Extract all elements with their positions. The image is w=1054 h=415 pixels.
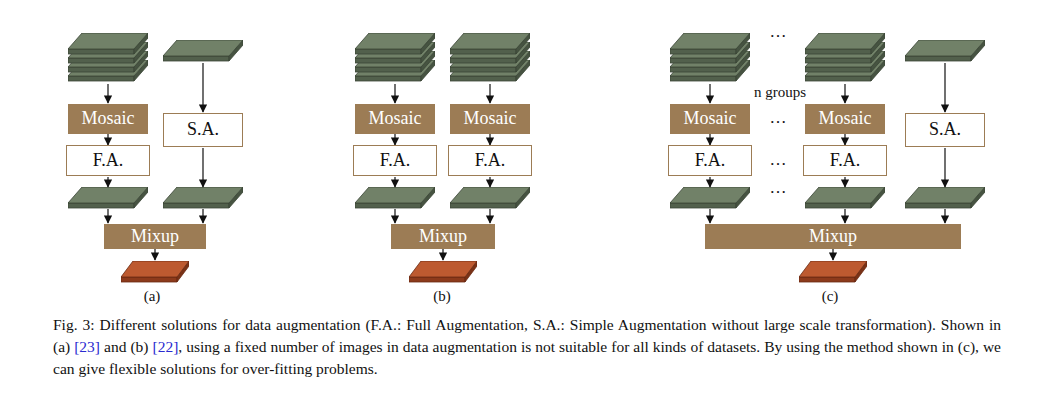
full-aug-box: F.A. (448, 145, 532, 176)
ellipsis: … (718, 22, 838, 42)
box-label: F.A. (830, 151, 861, 171)
ellipsis: … (718, 178, 838, 198)
flow-arrow (394, 134, 395, 145)
output-images (121, 261, 867, 282)
mosaic-box: Mosaic (68, 104, 148, 134)
flow-arrow (489, 134, 490, 145)
full-aug-box: F.A. (353, 145, 437, 176)
mosaic-box: Mosaic (670, 104, 750, 134)
simple-aug-box: S.A. (905, 113, 985, 147)
box-label: F.A. (380, 151, 411, 171)
box-label: Mosaic (684, 109, 737, 129)
full-aug-box: F.A. (803, 145, 887, 176)
mixup-box: Mixup (104, 224, 206, 249)
ellipsis: … (718, 108, 838, 128)
figure-caption: Fig. 3: Different solutions for data aug… (53, 314, 1001, 380)
flow-arrow (709, 134, 710, 145)
mixup-box: Mixup (391, 224, 495, 249)
flow-arrows (108, 63, 945, 260)
mosaic-box: Mosaic (805, 104, 885, 134)
box-label: Mixup (419, 227, 467, 247)
mosaic-box: Mosaic (355, 104, 435, 134)
mixup-box: Mixup (705, 224, 961, 249)
group-count: n groups (720, 84, 840, 101)
mosaic-box: Mosaic (450, 104, 530, 134)
augmented-images (68, 187, 985, 208)
flow-arrow (844, 134, 845, 145)
flow-arrow (107, 134, 108, 145)
box-label: Mosaic (464, 109, 517, 129)
box-label: Mosaic (819, 109, 872, 129)
box-label: F.A. (695, 151, 726, 171)
full-aug-box: F.A. (668, 145, 752, 176)
box-label: F.A. (93, 151, 124, 171)
box-label: S.A. (929, 120, 961, 140)
box-label: F.A. (475, 151, 506, 171)
box-label: Mixup (131, 227, 179, 247)
panel-label: (a) (92, 288, 212, 305)
panel-label: (b) (382, 288, 502, 305)
box-label: Mosaic (369, 109, 422, 129)
box-label: S.A. (187, 120, 219, 140)
image-stacks (68, 33, 985, 81)
simple-aug-box: S.A. (163, 113, 243, 147)
full-aug-box: F.A. (66, 145, 150, 176)
panel-label: (c) (770, 288, 890, 305)
box-label: Mixup (809, 227, 857, 247)
ellipsis: … (718, 150, 838, 170)
box-label: Mosaic (82, 109, 135, 129)
